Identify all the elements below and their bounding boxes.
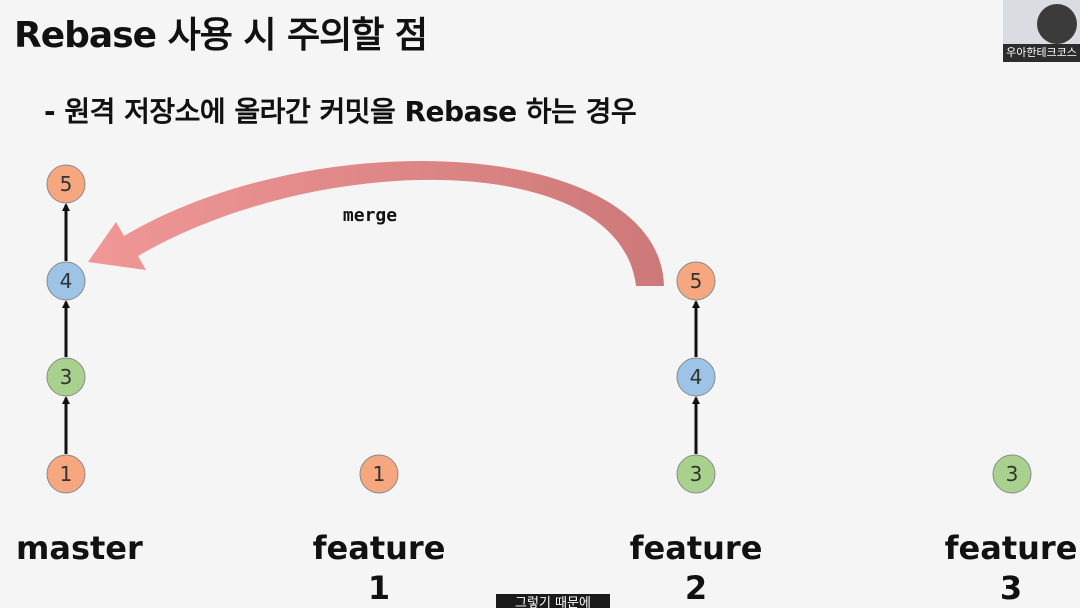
branch-label-feature-3-line2: 3 [999,569,1023,607]
commit-label: 5 [60,172,73,196]
commit-node [46,454,86,494]
commit-node [676,261,716,301]
feature-2-commit-5: 5 [676,261,716,301]
master-commit-5: 5 [46,164,86,204]
subtitle-caption: 그렇기 때문에 [496,594,610,608]
merge-label: merge [343,205,397,226]
webcam-label: 우아한테크코스 [1003,44,1080,62]
branch-label-feature-3-line1: feature [944,529,1078,567]
feature-2-commit-3: 3 [676,454,716,494]
feature-1-commit-1: 1 [359,454,399,494]
branch-label-feature-1-line2: 1 [367,569,391,607]
commit-label: 3 [690,462,703,486]
commit-node [676,357,716,397]
branch-label-master-line1: master [16,529,143,567]
commit-label: 3 [60,365,73,389]
branch-label-feature-1: feature 1 [312,528,446,608]
branch-label-feature-2: feature 2 [629,528,763,608]
commit-node [46,357,86,397]
branch-label-feature-2-line2: 2 [684,569,708,607]
commit-label: 3 [1006,462,1019,486]
commit-label: 1 [373,462,386,486]
feature-2-commit-4: 4 [676,357,716,397]
commit-label: 4 [690,365,703,389]
webcam-overlay: 우아한테크코스 [1003,0,1080,62]
commit-label: 1 [60,462,73,486]
slide-title: Rebase 사용 시 주의할 점 [14,15,428,56]
branch-label-feature-3: feature 3 [944,528,1078,608]
commit-label: 4 [60,269,73,293]
commit-label: 5 [690,269,703,293]
branch-label-feature-1-line1: feature [312,529,446,567]
merge-arrow [88,160,664,286]
master-commit-1: 1 [46,454,86,494]
presenter-video [1037,4,1077,44]
master-commit-3: 3 [46,357,86,397]
branch-label-feature-2-line1: feature [629,529,763,567]
master-commit-4: 4 [46,261,86,301]
commit-node [359,454,399,494]
commit-node [46,261,86,301]
commit-node [992,454,1032,494]
commit-node [46,164,86,204]
slide-subtitle: - 원격 저장소에 올라간 커밋을 Rebase 하는 경우 [44,95,637,128]
feature-3-commit-3: 3 [992,454,1032,494]
commit-node [676,454,716,494]
branch-label-master: master [16,528,143,568]
